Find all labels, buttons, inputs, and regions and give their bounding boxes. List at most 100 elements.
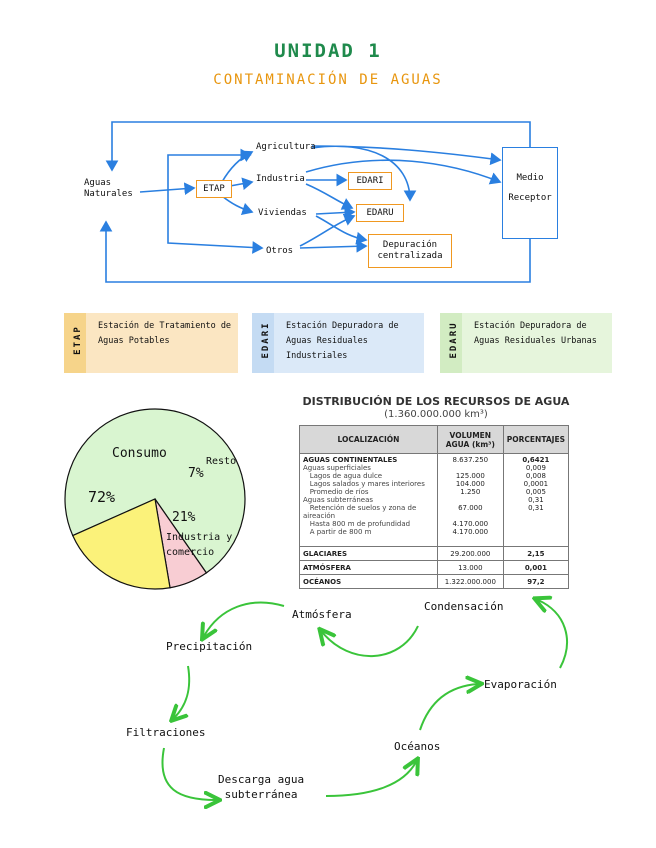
arrow-filtraciones-descarga	[161, 747, 216, 800]
table-cell: 1.322.000.000	[436, 574, 504, 589]
table-cell: 97,2	[502, 574, 570, 589]
pie-label-resto: Resto	[206, 456, 237, 467]
legend-edaru-tab: EDARU	[440, 313, 462, 373]
cycle-atmosfera: Atmósfera	[292, 608, 352, 621]
table-cell: ATMÓSFERA	[299, 560, 438, 575]
page-title: UNIDAD 1	[274, 40, 382, 62]
arrow-evaporacion-condensacion	[538, 600, 568, 669]
pie-label-consumo: Consumo	[112, 446, 167, 461]
table-cell: 104.000	[436, 480, 504, 488]
table-cell: 0,0001	[502, 480, 570, 488]
arrow-etap-viviendas	[221, 195, 254, 216]
table-cell: 1.250	[436, 488, 504, 496]
water-use-pie	[64, 408, 246, 590]
page-subtitle: CONTAMINACIÓN DE AGUAS	[213, 72, 443, 88]
table-row: Aguas subterráneas 0,31	[299, 496, 570, 504]
cycle-filtraciones: Filtraciones	[126, 726, 206, 739]
table-cell: 13.000	[436, 560, 504, 575]
edari-box: EDARI	[348, 172, 392, 190]
table-cell: 0,31	[502, 504, 570, 520]
table-cell: 125.000	[436, 472, 504, 480]
cycle-evaporacion: Evaporación	[484, 678, 557, 691]
pie-slice-industria	[71, 498, 171, 590]
arrow-viviendas-depuracion	[315, 215, 368, 245]
agricultura-label: Agricultura	[256, 142, 316, 152]
table-cell	[502, 528, 570, 536]
table-cell	[502, 520, 570, 528]
table-cell: 67.000	[436, 504, 504, 520]
water-distribution-table: LOCALIZACIÓN VOLUMEN AGUA (km³) PORCENTA…	[299, 425, 570, 589]
legend-etap-text: Estación de Tratamiento de Aguas Potable…	[98, 321, 232, 346]
table-cell: 4.170.000	[436, 528, 504, 536]
pie-label-resto-pct: 7%	[188, 466, 204, 481]
legend-etap: ETAP Estación de Tratamiento de Aguas Po…	[64, 313, 238, 373]
arrow-oceanos-evaporacion	[419, 684, 478, 731]
table-cell: 0,001	[502, 560, 570, 575]
water-flow-diagram	[99, 121, 531, 283]
table-cell: 8.637.250	[436, 453, 504, 464]
table-cell: AGUAS CONTINENTALES	[299, 453, 438, 464]
table-cell: 0,008	[502, 472, 570, 480]
table-header: PORCENTAJES	[502, 425, 570, 454]
arrow-otros-edaru	[299, 213, 356, 247]
arrow-industria-receptor	[305, 159, 502, 185]
legend-edaru-text: Estación Depuradora de Aguas Residuales …	[474, 321, 597, 346]
table-cell: 0,31	[502, 496, 570, 504]
table-cell	[436, 464, 504, 472]
otros-label: Otros	[266, 246, 294, 256]
arrow-atmosfera-precipitacion	[204, 601, 285, 636]
arrow-aguas-agricultura	[167, 148, 252, 192]
arrow-viviendas-edaru	[315, 206, 356, 219]
table-cell: 0,005	[502, 488, 570, 496]
arrow-aguas-etap	[139, 182, 196, 196]
viviendas-label: Viviendas	[258, 208, 307, 218]
table-cell: 4.170.000	[436, 520, 504, 528]
legend-edaru: EDARU Estación Depuradora de Aguas Resid…	[440, 313, 612, 373]
table-cell: Hasta 800 m de profundidad	[299, 520, 438, 528]
industria-label: Industria	[256, 174, 305, 184]
legend-edari: EDARI Estación Depuradora de Aguas Resid…	[252, 313, 424, 373]
etap-box: ETAP	[196, 180, 232, 198]
table-title: DISTRIBUCIÓN DE LOS RECURSOS DE AGUA	[302, 395, 570, 408]
return-loop-top	[105, 121, 531, 172]
arrow-precipitacion-filtraciones	[174, 665, 191, 718]
table-spacer	[299, 536, 570, 547]
table-row: Aguas superficiales 0,009	[299, 464, 570, 472]
arrow-etap-industria	[229, 177, 254, 191]
pie-label-industria-pct: 21%	[172, 510, 196, 525]
table-cell: 29.200.000	[436, 546, 504, 561]
table-cell: GLACIARES	[299, 546, 438, 561]
arrow-descarga-oceanos	[325, 762, 416, 797]
table-cell: Retención de suelos y zona de aireación	[299, 504, 438, 520]
cycle-oceanos: Océanos	[394, 740, 441, 753]
arrow-etap-agricultura	[221, 150, 254, 183]
table-cell: Aguas subterráneas	[299, 496, 438, 504]
table-header: VOLUMEN AGUA (km³)	[436, 425, 504, 454]
table-header: LOCALIZACIÓN	[299, 425, 438, 454]
table-cell: Promedio de ríos	[299, 488, 438, 496]
table-cell: Aguas superficiales	[299, 464, 438, 472]
return-loop-bottom	[99, 220, 531, 283]
legend-edari-text: Estación Depuradora de Aguas Residuales …	[286, 321, 399, 361]
arrow-aguas-otros	[167, 192, 264, 254]
arrow-industria-edaru	[305, 183, 354, 210]
arrow-agricultura-receptor	[311, 145, 502, 166]
table-cell: 0,009	[502, 464, 570, 472]
table-cell: Lagos de agua dulce	[299, 472, 438, 480]
pie-slice-consumo	[64, 408, 246, 574]
table-cell: OCÉANOS	[299, 574, 438, 589]
cycle-condensacion: Condensación	[424, 600, 504, 613]
pie-label-consumo-pct: 72%	[88, 488, 116, 506]
table-cell: A partir de 800 m	[299, 528, 438, 536]
